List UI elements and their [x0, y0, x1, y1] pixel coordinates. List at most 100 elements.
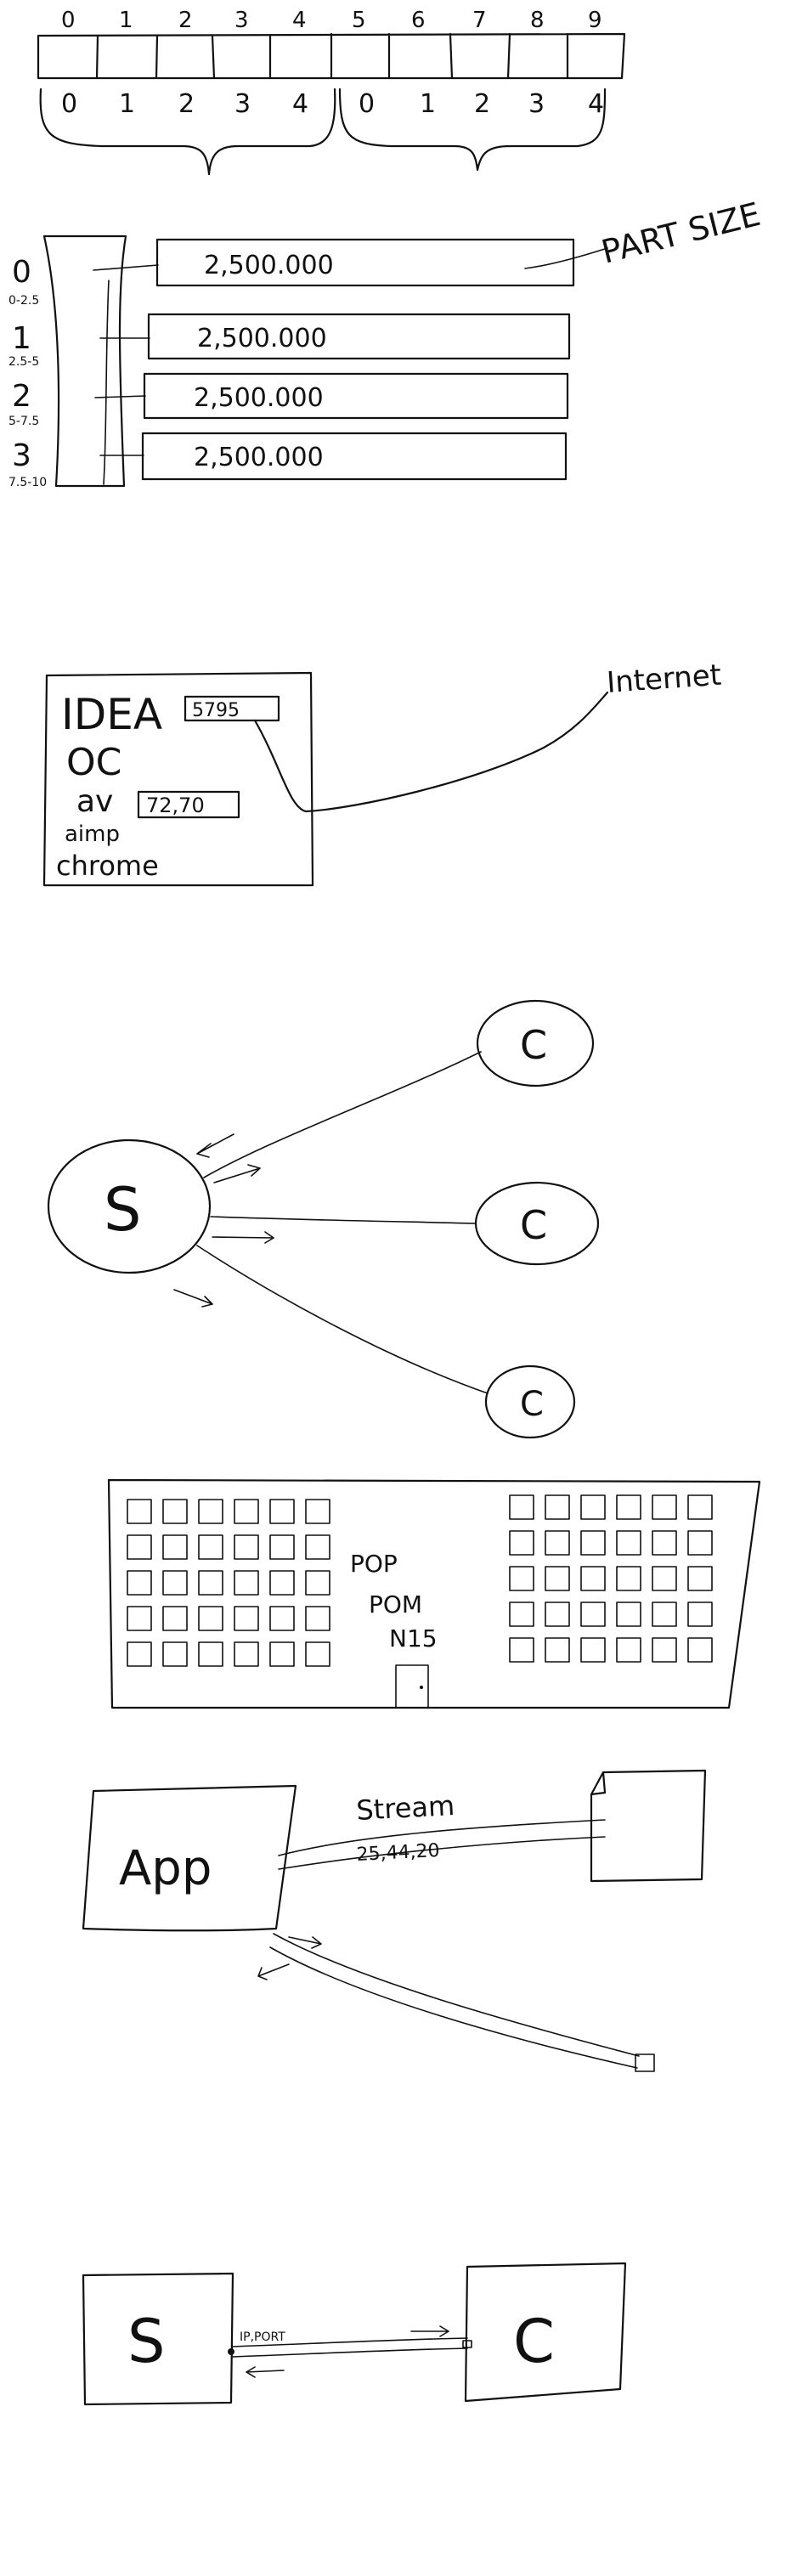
group-a-index-2: 2 — [178, 89, 195, 119]
right-window — [580, 1602, 606, 1627]
left-window — [162, 1499, 188, 1524]
left-window — [234, 1534, 259, 1560]
right-window — [509, 1602, 534, 1627]
building-label-pom: POM — [369, 1590, 422, 1618]
part-bar-3 — [141, 432, 568, 481]
group-b-index-3: 3 — [528, 89, 545, 119]
connection-server-label: S — [127, 2307, 165, 2376]
top-index-0: 0 — [61, 8, 76, 33]
app-label: App — [119, 1841, 212, 1896]
group-b-index-0: 0 — [359, 89, 375, 119]
building-windows-right — [509, 1494, 713, 1663]
top-index-1: 1 — [119, 8, 133, 33]
left-window — [127, 1499, 152, 1524]
right-window — [652, 1602, 677, 1627]
arrow-to-client-3 — [173, 1289, 213, 1308]
building-label-n15: N15 — [389, 1624, 438, 1652]
left-window — [127, 1570, 152, 1596]
top-index-7: 7 — [472, 8, 487, 33]
left-window — [234, 1499, 259, 1524]
internet-connection-line — [253, 691, 609, 813]
link-server-client-1 — [203, 1051, 482, 1178]
process-window — [42, 671, 314, 887]
right-window — [687, 1637, 713, 1663]
group-a-index-3: 3 — [234, 89, 251, 119]
left-window — [305, 1534, 330, 1560]
group-a-index-1: 1 — [119, 89, 135, 119]
left-window — [162, 1570, 188, 1596]
client-node-3 — [484, 1364, 576, 1439]
part-size-label: PART SIZE — [598, 195, 765, 271]
app-box — [82, 1784, 297, 1932]
left-window — [305, 1641, 330, 1667]
range-column-divider — [103, 280, 110, 485]
document-icon — [590, 1769, 707, 1883]
left-window — [198, 1534, 223, 1560]
process-aimp: aimp — [65, 822, 120, 847]
left-window — [127, 1534, 152, 1560]
top-index-8: 8 — [530, 8, 545, 33]
right-window — [580, 1566, 606, 1591]
process-chrome: chrome — [56, 850, 159, 882]
process-av-value: 72,70 — [146, 794, 205, 817]
top-index-2: 2 — [178, 8, 193, 33]
right-window — [545, 1494, 570, 1520]
link-server-client-2 — [210, 1216, 477, 1224]
part-range-1: 2.5-5 — [8, 355, 39, 369]
arrow-to-client — [410, 2325, 449, 2337]
left-window — [269, 1499, 295, 1524]
connection-line — [232, 2337, 468, 2358]
internet-label: Internet — [606, 658, 722, 700]
brace-group-b — [338, 88, 607, 172]
group-b-index-4: 4 — [588, 89, 604, 119]
part-index-0: 0 — [12, 255, 31, 290]
right-window — [687, 1566, 713, 1591]
left-window — [198, 1499, 223, 1524]
right-window — [545, 1530, 570, 1556]
right-window — [652, 1530, 677, 1556]
building-diagram: POP POM N15 — [107, 1478, 761, 1709]
top-index-4: 4 — [292, 8, 307, 33]
part-bar-0 — [155, 238, 575, 287]
part-size-2: 2,500.000 — [194, 383, 324, 413]
right-window — [580, 1530, 606, 1556]
process-av: av — [76, 784, 113, 819]
right-window — [687, 1530, 713, 1556]
right-window — [616, 1494, 641, 1520]
server-label: S — [104, 1175, 141, 1245]
app-stream-diagram: App Stream 25,44,20 — [82, 1769, 707, 2072]
stream-label: Stream — [355, 1789, 455, 1827]
client-label-3: C — [520, 1385, 544, 1424]
client-node-1 — [476, 999, 595, 1087]
left-window — [269, 1570, 295, 1596]
left-window — [234, 1570, 259, 1596]
left-window — [234, 1641, 259, 1667]
building-windows-left — [127, 1499, 330, 1667]
left-window — [162, 1534, 188, 1560]
link-server-client-3 — [196, 1245, 489, 1394]
top-index-9: 9 — [588, 8, 602, 33]
right-window — [509, 1566, 534, 1591]
right-window — [652, 1566, 677, 1591]
range-column — [42, 234, 127, 488]
connection-client-label: C — [513, 2307, 555, 2376]
left-window — [127, 1606, 152, 1631]
left-window — [305, 1606, 330, 1631]
right-window — [545, 1566, 570, 1591]
client-label-1: C — [520, 1022, 547, 1068]
ip-port-connection-diagram: S C IP,PORT — [82, 2262, 627, 2406]
client-label-2: C — [520, 1202, 547, 1248]
left-window — [305, 1570, 330, 1596]
server-box — [82, 2272, 234, 2406]
process-idea-value: 5795 — [192, 700, 240, 721]
file-pipe — [269, 1933, 640, 2069]
part-index-2: 2 — [12, 379, 31, 414]
left-window — [162, 1606, 188, 1631]
left-window — [305, 1499, 330, 1524]
arrow-to-file — [288, 1936, 322, 1949]
left-window — [198, 1641, 223, 1667]
process-oc: OC — [66, 741, 121, 784]
